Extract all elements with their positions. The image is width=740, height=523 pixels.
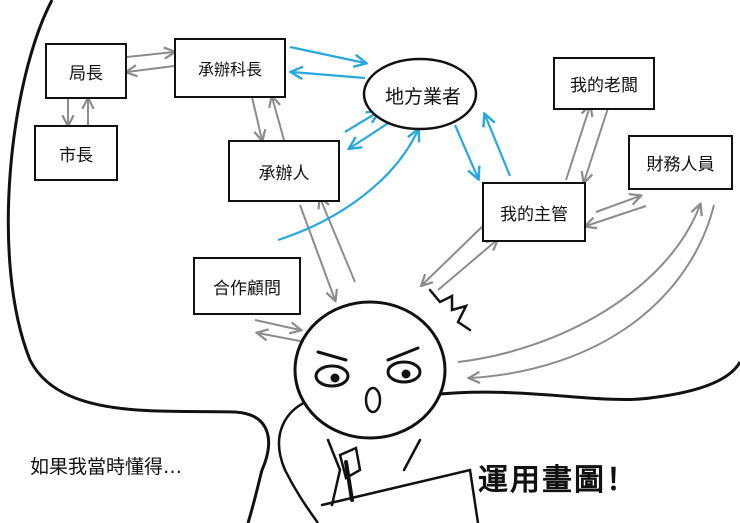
arrow-business-to-supervisor: [453, 124, 478, 178]
arrow-consultant-to-business: [277, 130, 418, 242]
paper-sheet: [320, 468, 480, 523]
arrow-handler-to-business: [344, 112, 378, 133]
cartoon-character: [293, 288, 480, 523]
arrow-supervisor-to-business: [485, 115, 512, 177]
blue-arrows: [277, 45, 512, 242]
right-pupil: [401, 369, 411, 379]
thought-bubble-outline-right: [429, 361, 740, 401]
node-my-boss: 我的老闆: [553, 57, 655, 110]
arrow-bureau-to-section: [126, 52, 174, 57]
tail-curve: [277, 398, 320, 523]
character-arm: [326, 438, 342, 507]
arrow-person-to-handler: [320, 198, 356, 283]
caption-if-only: 如果我當時懂得…: [30, 456, 183, 478]
arrow-supervisor-to-finance: [595, 196, 640, 213]
right-eyebrow: [386, 346, 420, 362]
left-eyebrow: [316, 350, 348, 362]
node-bureau-chief: 局長: [45, 43, 127, 99]
caption-use-drawing: 運用畫圖！: [478, 463, 638, 498]
arrow-section-to-handler: [251, 96, 262, 140]
arrow-business-to-section: [292, 72, 366, 78]
node-finance-staff: 財務人員: [628, 135, 733, 190]
node-handler: 承辦人: [228, 140, 340, 202]
arrow-consultant-to-person: [254, 319, 300, 330]
pencil-icon: [344, 460, 354, 502]
character-body-line: [402, 438, 422, 472]
arrow-boss-to-supervisor: [584, 107, 609, 182]
arrow-section-to-business: [289, 45, 365, 63]
left-eye: [314, 364, 350, 388]
gray-arrows: [68, 52, 715, 378]
arrow-section-to-bureau: [127, 66, 175, 72]
local-business-ellipse: [362, 57, 478, 131]
arrow-finance-to-supervisor: [586, 205, 647, 226]
arrow-handler-to-section: [272, 97, 285, 141]
node-my-supervisor: 我的主管: [482, 182, 586, 242]
character-head: [293, 300, 447, 440]
thought-bubble-outline: [6, 0, 271, 523]
arrow-supervisor-to-person: [422, 221, 488, 285]
node-consultant: 合作顧問: [193, 257, 301, 315]
arrow-supervisor-to-boss: [565, 106, 590, 181]
arrow-business-to-handler: [350, 121, 391, 148]
character-hand: [338, 446, 362, 480]
left-pupil: [330, 373, 340, 383]
arrow-person-to-finance: [457, 205, 700, 363]
arrow-person-to-consultant: [258, 333, 306, 343]
anger-mark: [428, 288, 472, 332]
right-eye: [386, 360, 422, 384]
arrow-person-to-supervisor: [437, 240, 497, 291]
node-local-business: 地方業者: [385, 86, 462, 108]
arrow-handler-to-person: [299, 204, 335, 300]
arrow-finance-to-person: [470, 204, 715, 378]
node-mayor: 市長: [34, 125, 118, 181]
node-section-chief: 承辦科長: [174, 38, 286, 98]
mouth: [364, 386, 382, 414]
